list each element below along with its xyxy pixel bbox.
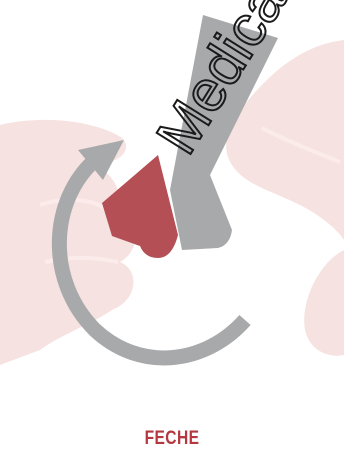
caption-label: FECHE <box>31 428 313 450</box>
